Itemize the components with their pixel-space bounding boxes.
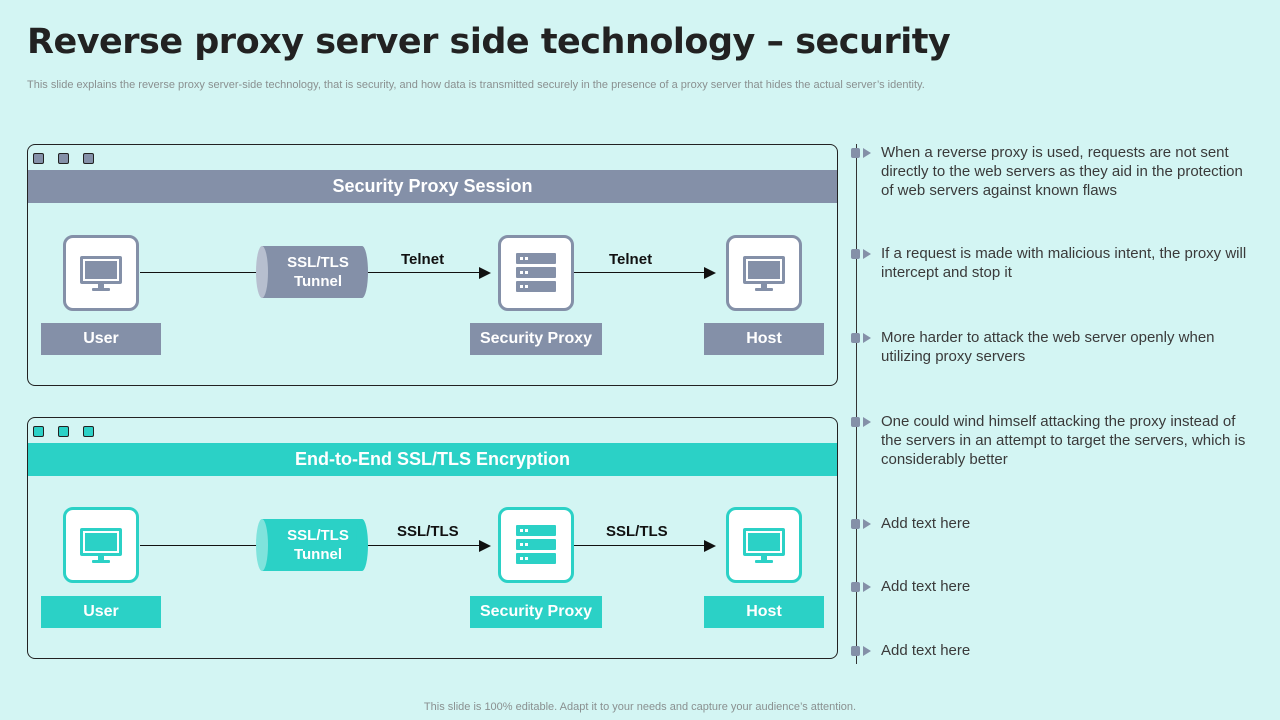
panel-header: Security Proxy Session <box>28 170 837 203</box>
host-label: Host <box>704 596 824 628</box>
window-dot-2 <box>58 426 69 437</box>
proxy-label: Security Proxy <box>470 323 602 355</box>
window-controls <box>33 153 94 164</box>
user-node <box>63 235 139 311</box>
window-dot-3 <box>83 153 94 164</box>
tunnel-line-2: Tunnel <box>293 546 343 563</box>
monitor-icon <box>743 528 785 563</box>
security-proxy-session-panel: Security Proxy Session User SSL/TLS Tunn… <box>27 144 838 386</box>
host-label: Host <box>704 323 824 355</box>
window-dot-2 <box>58 153 69 164</box>
tunnel-cylinder-icon <box>256 246 368 298</box>
server-icon <box>516 525 556 564</box>
ssl-tunnel: SSL/TLS Tunnel <box>256 519 368 571</box>
connection-label: Telnet <box>609 251 653 268</box>
arrow-bullet-icon <box>851 582 871 592</box>
tunnel-line-2: Tunnel <box>293 273 343 290</box>
connector-line <box>140 545 258 546</box>
bullet-text: If a request is made with malicious inte… <box>881 245 1247 281</box>
arrow-bullet-icon <box>851 519 871 529</box>
proxy-label: Security Proxy <box>470 596 602 628</box>
connection-label: SSL/TLS <box>397 523 459 540</box>
bullet-text: Add text here <box>881 578 971 595</box>
arrow-bullet-icon <box>851 417 871 427</box>
panel-header: End-to-End SSL/TLS Encryption <box>28 443 837 476</box>
tunnel-line-1: SSL/TLS <box>287 527 349 544</box>
window-controls <box>33 426 94 437</box>
arrow-line <box>574 545 706 546</box>
proxy-node <box>498 235 574 311</box>
user-node <box>63 507 139 583</box>
end-to-end-encryption-panel: End-to-End SSL/TLS Encryption User SSL/T… <box>27 417 838 659</box>
timeline-line <box>856 144 857 664</box>
arrow-head <box>479 540 491 552</box>
arrow-bullet-icon <box>851 148 871 158</box>
connector-line <box>140 272 258 273</box>
host-node <box>726 235 802 311</box>
server-icon <box>516 253 556 292</box>
bullet-text: Add text here <box>881 515 971 532</box>
arrow-bullet-icon <box>851 333 871 343</box>
arrow-line <box>368 545 480 546</box>
monitor-icon <box>80 528 122 563</box>
bullet-text: Add text here <box>881 642 971 659</box>
bullet-list: When a reverse proxy is used, requests a… <box>851 140 1261 665</box>
slide-subtitle: This slide explains the reverse proxy se… <box>27 79 925 91</box>
ssl-tunnel: SSL/TLS Tunnel <box>256 246 368 298</box>
arrow-head <box>704 267 716 279</box>
window-dot-3 <box>83 426 94 437</box>
slide-title: Reverse proxy server side technology – s… <box>27 22 951 62</box>
window-dot-1 <box>33 153 44 164</box>
arrow-line <box>368 272 480 273</box>
window-dot-1 <box>33 426 44 437</box>
host-node <box>726 507 802 583</box>
bullet-text: When a reverse proxy is used, requests a… <box>881 144 1243 199</box>
tunnel-line-1: SSL/TLS <box>287 254 349 271</box>
arrow-head <box>704 540 716 552</box>
user-label: User <box>41 323 161 355</box>
slide-footer: This slide is 100% editable. Adapt it to… <box>423 701 857 713</box>
connection-label: SSL/TLS <box>606 523 668 540</box>
monitor-icon <box>743 256 785 291</box>
bullet-text: More harder to attack the web server ope… <box>881 329 1215 365</box>
connection-label: Telnet <box>401 251 445 268</box>
proxy-node <box>498 507 574 583</box>
arrow-bullet-icon <box>851 249 871 259</box>
tunnel-cylinder-icon <box>256 519 368 571</box>
bullet-text: One could wind himself attacking the pro… <box>881 413 1246 468</box>
arrow-head <box>479 267 491 279</box>
monitor-icon <box>80 256 122 291</box>
arrow-bullet-icon <box>851 646 871 656</box>
arrow-line <box>574 272 706 273</box>
user-label: User <box>41 596 161 628</box>
